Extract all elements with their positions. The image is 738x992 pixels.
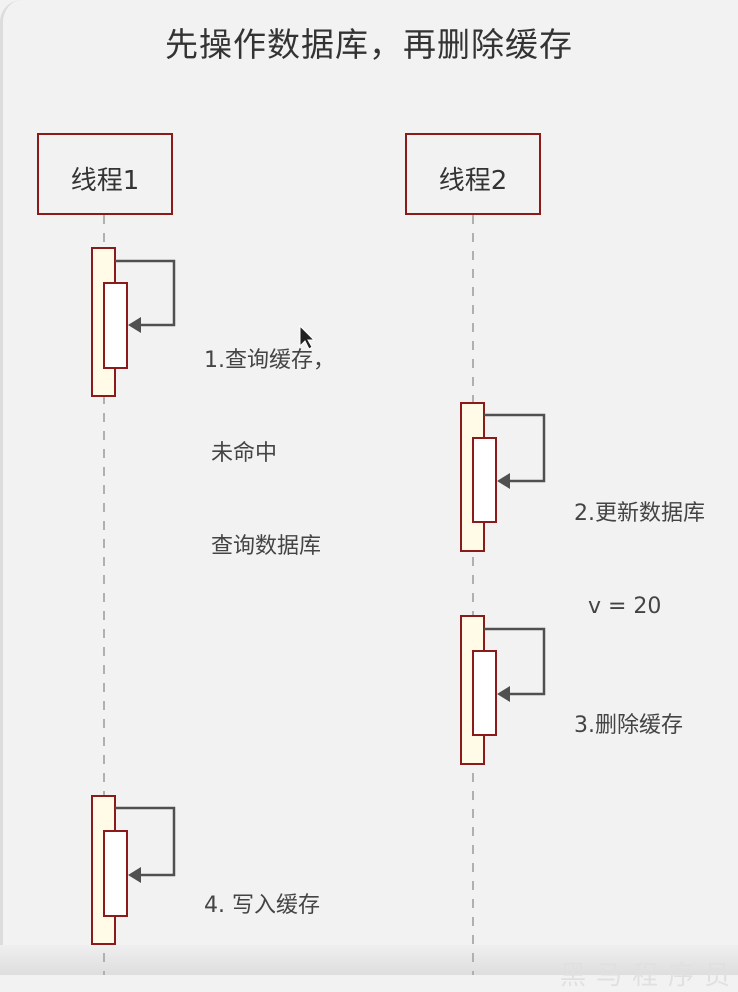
self-call-arrow-4 — [115, 806, 176, 877]
actor-box-thread2 — [405, 133, 541, 215]
self-call-arrow-2 — [484, 413, 546, 483]
mouse-cursor-icon — [299, 324, 316, 350]
activation-step-4 — [91, 795, 176, 945]
arrow-head-icon — [128, 317, 141, 333]
arrow-head-icon — [497, 473, 510, 489]
activation-step-1 — [91, 247, 176, 397]
actor-box-thread1 — [37, 133, 173, 215]
step-2-label: 2.更新数据库 v = 20 — [574, 501, 705, 619]
step-3-label: 3.删除缓存 — [574, 713, 683, 738]
actor-label-thread1: 线程1 — [70, 166, 140, 196]
arrow-head-icon — [128, 867, 141, 883]
activation-step-3 — [460, 615, 546, 765]
watermark: 黑马程序员 — [560, 961, 738, 991]
activation-step-2 — [460, 402, 546, 552]
self-call-arrow-3 — [484, 627, 546, 696]
bottom-bar — [0, 945, 738, 975]
step-4-label: 4. 写入缓存 — [204, 893, 320, 918]
actor-label-thread2: 线程2 — [438, 166, 508, 196]
step-1-label: 1.查询缓存， 未命中 查询数据库 — [204, 348, 335, 559]
arrow-head-icon — [497, 686, 510, 702]
diagram-title: 先操作数据库，再删除缓存 — [165, 25, 573, 64]
self-call-arrow-1 — [115, 259, 176, 327]
